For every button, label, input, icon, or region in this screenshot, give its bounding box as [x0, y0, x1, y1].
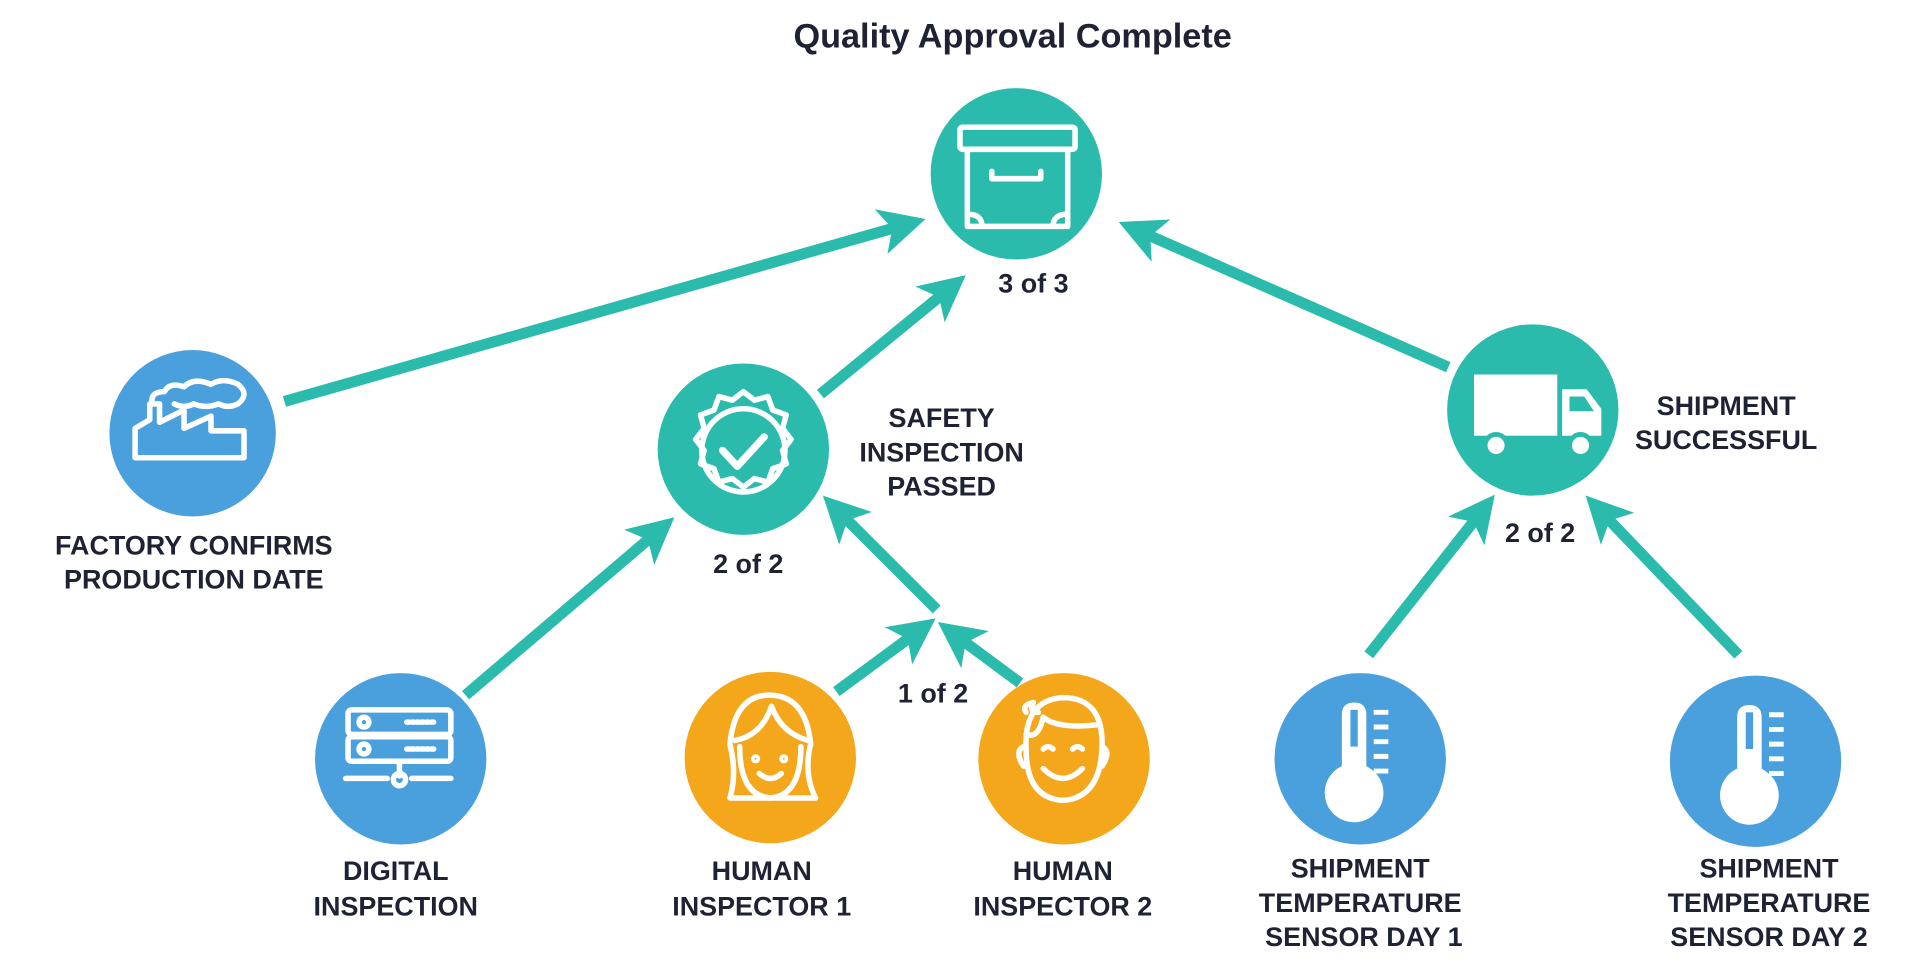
arrow-humans-to-safety: [822, 495, 941, 614]
sensor1-label-line1: SHIPMENT: [1291, 854, 1431, 884]
truck-icon: [1474, 374, 1602, 459]
server-icon: [342, 707, 454, 789]
shipment-count: 2 of 2: [1505, 518, 1575, 548]
sensor2-label-line1: SHIPMENT: [1699, 854, 1839, 884]
safety-node: SAFETY INSPECTION PASSED 2 of 2: [657, 363, 1024, 579]
safety-label-line3: PASSED: [887, 472, 996, 502]
sensor-day-2-node: SHIPMENT TEMPERATURE SENSOR DAY 2: [1668, 675, 1871, 952]
sensor1-label-line3: SENSOR DAY 1: [1265, 922, 1462, 952]
factory-label-line1: FACTORY CONFIRMS: [55, 530, 333, 560]
shipment-label-line2: SUCCESSFUL: [1635, 425, 1817, 455]
human1-label-line1: HUMAN: [712, 856, 812, 886]
arrow-factory-to-approval: [282, 209, 926, 407]
human-inspector-2-node: HUMAN INSPECTOR 2: [973, 673, 1152, 921]
human2-label-line2: INSPECTOR 2: [973, 891, 1152, 921]
arrow-sensor2-to-shipment: [1585, 495, 1743, 659]
sensor2-label-line2: TEMPERATURE: [1668, 888, 1871, 918]
arrow-safety-to-approval: [816, 275, 966, 399]
sensor1-label-line2: TEMPERATURE: [1259, 888, 1462, 918]
arrow-human2-to-group: [937, 622, 1024, 688]
human-inspectors-count: 1 of 2: [898, 679, 968, 709]
factory-label-line2: PRODUCTION DATE: [64, 565, 324, 595]
arrow-sensor1-to-shipment: [1364, 494, 1495, 659]
human2-label-line1: HUMAN: [1013, 856, 1113, 886]
thermometer-icon: [1324, 702, 1389, 823]
safety-label-line2: INSPECTION: [859, 437, 1023, 467]
thermometer-icon: [1720, 704, 1784, 825]
arrow-shipment-to-approval: [1118, 219, 1451, 373]
safety-label-line1: SAFETY: [889, 403, 995, 433]
factory-node: FACTORY CONFIRMS PRODUCTION DATE: [55, 350, 333, 595]
archive-box-icon: [957, 124, 1078, 230]
digital-label-line1: DIGITAL: [343, 856, 449, 886]
sensor-day-1-node: SHIPMENT TEMPERATURE SENSOR DAY 1: [1259, 673, 1463, 952]
factory-icon: [132, 377, 247, 461]
badge-check-icon: [692, 388, 794, 495]
woman-face-icon: [727, 692, 819, 801]
sensor2-label-line3: SENSOR DAY 2: [1670, 922, 1867, 952]
approval-count: 3 of 3: [998, 269, 1068, 299]
shipment-label-line1: SHIPMENT: [1657, 391, 1797, 421]
safety-count: 2 of 2: [713, 549, 783, 579]
digital-label-line2: INSPECTION: [314, 891, 478, 921]
digital-inspection-node: DIGITAL INSPECTION: [314, 673, 487, 921]
human-inspector-1-node: HUMAN INSPECTOR 1: [672, 671, 856, 921]
man-face-icon: [1016, 694, 1110, 804]
arrow-human1-to-group: [833, 618, 936, 696]
shipment-node: SHIPMENT SUCCESSFUL 2 of 2: [1447, 324, 1817, 548]
approval-node: 3 of 3: [930, 88, 1102, 299]
diagram-title: Quality Approval Complete: [793, 18, 1231, 56]
arrow-digital-to-safety: [461, 517, 675, 700]
human1-label-line2: INSPECTOR 1: [672, 891, 851, 921]
